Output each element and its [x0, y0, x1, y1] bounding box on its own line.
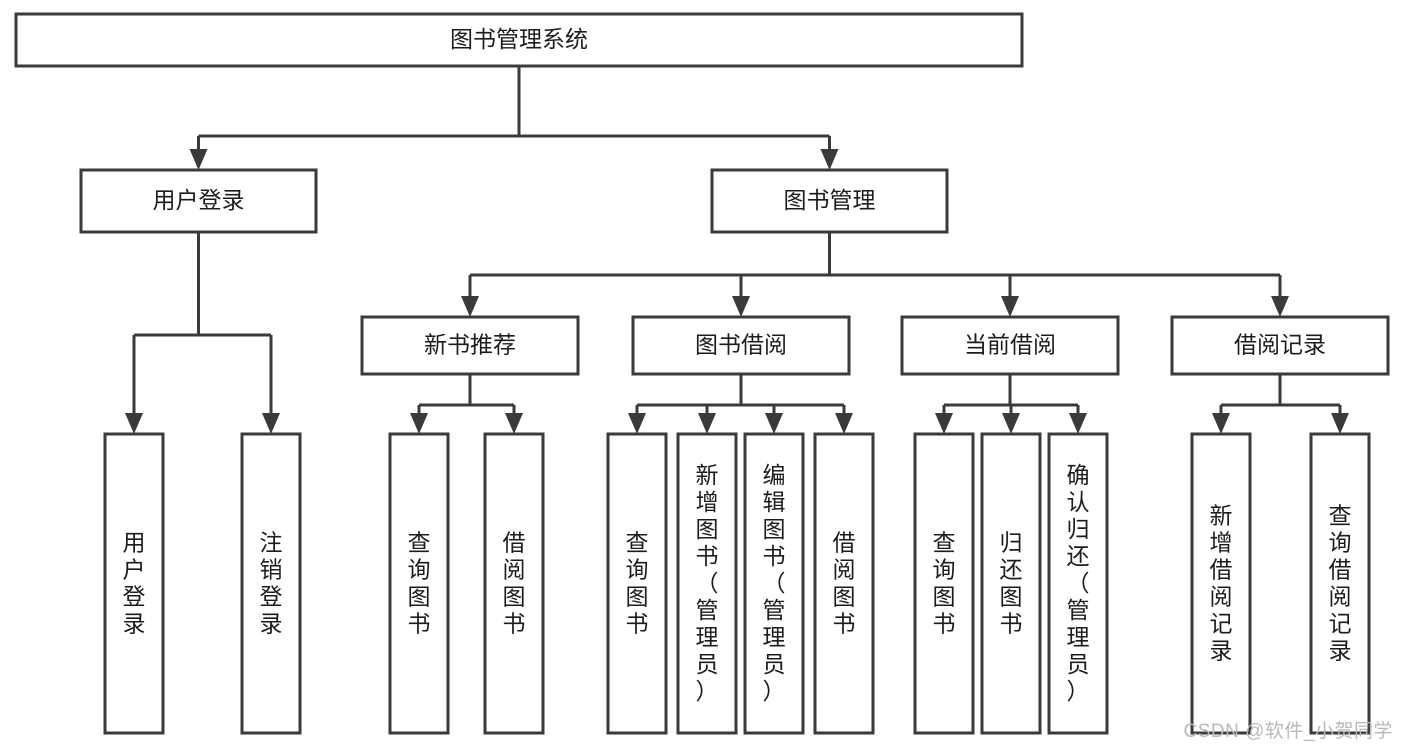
- watermark-label: CSDN @软件_小贺同学: [1183, 721, 1393, 742]
- node-box-leaf-return-book: [980, 432, 1042, 735]
- arrow-head-icon-leaf-query-record: [1331, 413, 1349, 434]
- arrow-head-icon-current-borrow: [1001, 296, 1019, 317]
- node-leaf-edit-book[interactable]: 编辑图书（管理员）: [743, 432, 805, 735]
- node-leaf-user-logout[interactable]: 注销登录: [240, 432, 302, 735]
- arrow-head-icon-leaf-query-book-3: [935, 413, 953, 434]
- node-label-leaf-query-record: 查询借阅记录: [1329, 503, 1352, 664]
- node-label-user-login: 用户登录: [153, 187, 245, 213]
- node-label-leaf-query-book-1: 查询图书: [408, 530, 431, 637]
- node-box-leaf-user-login: [103, 432, 165, 735]
- node-box-leaf-borrow-book-1: [483, 432, 545, 735]
- node-box-leaf-query-book-3: [913, 432, 975, 735]
- connector-layer: [125, 66, 1349, 434]
- node-label-leaf-edit-book: 编辑图书（管理员）: [763, 462, 786, 704]
- node-root[interactable]: 图书管理系统: [14, 12, 1024, 68]
- arrow-head-icon-leaf-borrow-book-2: [835, 413, 853, 434]
- arrow-head-icon-new-book-rec: [461, 296, 479, 317]
- node-box-current-borrow: [900, 315, 1120, 376]
- node-user-login[interactable]: 用户登录: [79, 168, 318, 234]
- arrow-head-icon-book-borrow: [732, 296, 750, 317]
- node-book-manage[interactable]: 图书管理: [710, 168, 949, 234]
- node-leaf-borrow-book-2[interactable]: 借阅图书: [813, 432, 875, 735]
- node-leaf-add-book[interactable]: 新增图书（管理员）: [676, 432, 738, 735]
- node-layer: 图书管理系统用户登录图书管理新书推荐图书借阅当前借阅借阅记录用户登录注销登录查询…: [14, 12, 1390, 735]
- arrow-head-icon-leaf-query-book-2: [628, 413, 646, 434]
- node-label-book-manage: 图书管理: [784, 187, 876, 213]
- arrow-head-icon-leaf-user-logout: [262, 413, 280, 434]
- node-label-leaf-query-book-2: 查询图书: [626, 530, 649, 637]
- node-box-leaf-borrow-book-2: [813, 432, 875, 735]
- node-label-leaf-add-record: 新增借阅记录: [1210, 503, 1233, 664]
- arrow-head-icon-book-manage: [820, 149, 839, 170]
- node-label-borrow-record: 借阅记录: [1234, 332, 1326, 358]
- node-box-new-book-rec: [360, 315, 580, 376]
- node-box-user-login: [79, 168, 318, 234]
- node-new-book-rec[interactable]: 新书推荐: [360, 315, 580, 376]
- node-leaf-user-login[interactable]: 用户登录: [103, 432, 165, 735]
- node-leaf-return-book[interactable]: 归还图书: [980, 432, 1042, 735]
- node-label-book-borrow: 图书借阅: [695, 332, 787, 358]
- node-label-leaf-borrow-book-1: 借阅图书: [503, 530, 526, 637]
- node-box-root: [14, 12, 1024, 68]
- arrow-head-icon-leaf-add-record: [1212, 413, 1230, 434]
- node-label-leaf-borrow-book-2: 借阅图书: [833, 530, 856, 637]
- arrow-head-icon-leaf-confirm-return: [1069, 413, 1087, 434]
- node-box-book-manage: [710, 168, 949, 234]
- node-borrow-record[interactable]: 借阅记录: [1170, 315, 1390, 376]
- node-box-leaf-query-book-1: [388, 432, 450, 735]
- arrow-head-icon-leaf-query-book-1: [410, 413, 428, 434]
- node-label-leaf-query-book-3: 查询图书: [933, 530, 956, 637]
- node-label-leaf-return-book: 归还图书: [1000, 530, 1023, 637]
- arrow-head-icon-leaf-borrow-book-1: [505, 413, 523, 434]
- node-current-borrow[interactable]: 当前借阅: [900, 315, 1120, 376]
- node-label-leaf-user-logout: 注销登录: [260, 530, 283, 637]
- node-label-leaf-add-book: 新增图书（管理员）: [696, 462, 719, 704]
- arrow-head-icon-leaf-add-book: [698, 413, 716, 434]
- node-leaf-query-book-3[interactable]: 查询图书: [913, 432, 975, 735]
- node-label-leaf-confirm-return: 确认归还（管理员）: [1067, 462, 1090, 704]
- node-label-current-borrow: 当前借阅: [964, 332, 1056, 358]
- node-label-root: 图书管理系统: [450, 26, 588, 52]
- arrow-head-icon-borrow-record: [1271, 296, 1289, 317]
- node-leaf-query-book-2[interactable]: 查询图书: [606, 432, 668, 735]
- node-box-leaf-edit-book: [743, 432, 805, 735]
- arrow-head-icon-leaf-user-login: [125, 413, 143, 434]
- node-box-leaf-add-record: [1190, 432, 1252, 735]
- node-leaf-query-book-1[interactable]: 查询图书: [388, 432, 450, 735]
- node-book-borrow[interactable]: 图书借阅: [631, 315, 851, 376]
- node-leaf-borrow-book-1[interactable]: 借阅图书: [483, 432, 545, 735]
- node-leaf-add-record[interactable]: 新增借阅记录: [1190, 432, 1252, 735]
- node-box-leaf-query-book-2: [606, 432, 668, 735]
- node-box-leaf-add-book: [676, 432, 738, 735]
- arrow-head-icon-user-login: [189, 149, 208, 170]
- node-box-leaf-user-logout: [240, 432, 302, 735]
- node-box-leaf-query-record: [1309, 432, 1371, 735]
- node-label-leaf-user-login: 用户登录: [123, 530, 146, 637]
- node-box-leaf-confirm-return: [1047, 432, 1109, 735]
- node-leaf-query-record[interactable]: 查询借阅记录: [1309, 432, 1371, 735]
- arrow-head-icon-leaf-edit-book: [765, 413, 783, 434]
- node-label-new-book-rec: 新书推荐: [424, 332, 516, 358]
- node-leaf-confirm-return[interactable]: 确认归还（管理员）: [1047, 432, 1109, 735]
- node-box-borrow-record: [1170, 315, 1390, 376]
- arrow-head-icon-leaf-return-book: [1002, 413, 1020, 434]
- node-box-book-borrow: [631, 315, 851, 376]
